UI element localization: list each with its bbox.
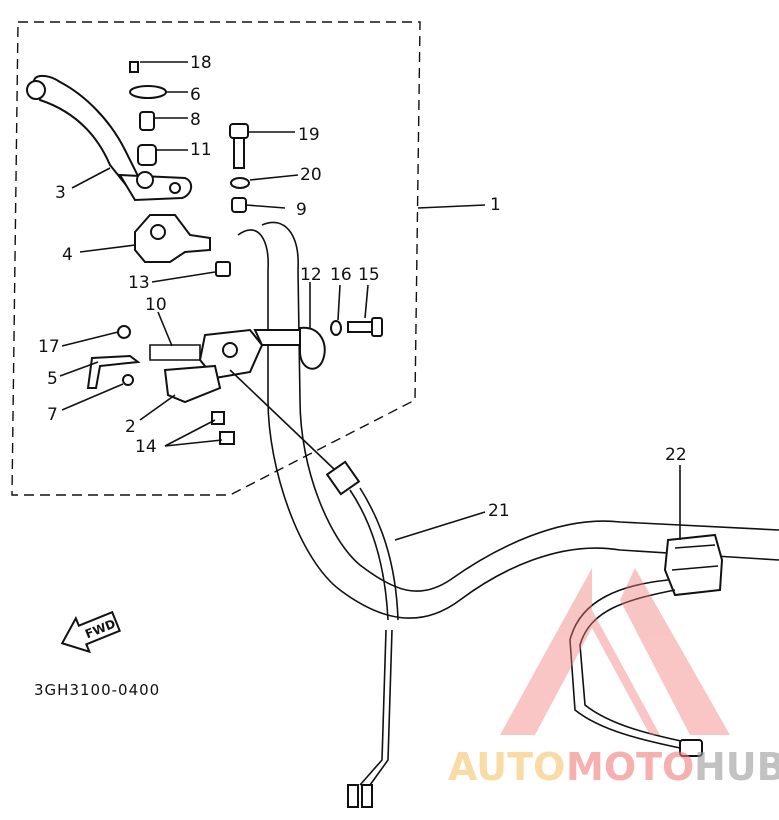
callout-4: 4	[62, 245, 73, 265]
callout-17: 17	[38, 337, 60, 357]
callout-13: 13	[128, 273, 150, 293]
callout-6: 6	[190, 85, 201, 105]
washer-16	[330, 320, 342, 336]
part-code: 3GH3100-0400	[34, 681, 160, 699]
callout-2: 2	[125, 417, 136, 437]
callout-10: 10	[145, 295, 167, 315]
brake-lever	[26, 74, 142, 192]
nut-14a	[211, 411, 225, 425]
callout-1: 1	[490, 195, 501, 215]
watermark-hub: HUB	[694, 745, 779, 789]
pivot-housing	[134, 214, 211, 263]
bushing-8	[139, 111, 155, 131]
bracket-5	[86, 354, 141, 389]
watermark-moto: MOTO	[566, 745, 694, 789]
boot-9	[231, 197, 247, 213]
callout-20: 20	[300, 165, 322, 185]
callout-8: 8	[190, 110, 201, 130]
screw-18	[129, 61, 139, 73]
callouts: 1 2 3 4 5 6 7 8 9 10 11 12 13 14 15 16 1…	[38, 53, 687, 521]
callout-11: 11	[190, 140, 212, 160]
nut-14b	[219, 431, 235, 445]
watermark: AUTO MOTO HUB	[448, 568, 779, 789]
callout-12: 12	[300, 265, 322, 285]
screw-13	[215, 261, 231, 277]
switch-22	[569, 533, 724, 757]
watermark-auto: AUTO	[448, 745, 565, 789]
callout-15: 15	[358, 265, 380, 285]
bolt-19	[229, 123, 249, 169]
washer-20	[230, 177, 250, 189]
callout-18: 18	[190, 53, 212, 73]
spring-11	[137, 144, 157, 166]
callout-21: 21	[488, 501, 510, 521]
lever-bracket	[118, 171, 193, 202]
callout-9: 9	[296, 200, 307, 220]
leader-lines	[59, 61, 681, 541]
screw-7	[122, 374, 134, 386]
plate-6	[129, 85, 167, 99]
callout-16: 16	[330, 265, 352, 285]
callout-19: 19	[298, 125, 320, 145]
handlebar	[237, 221, 779, 619]
assembly-boundary	[11, 21, 421, 496]
bolt-15	[347, 317, 383, 337]
nut-17	[117, 325, 131, 339]
switch-assembly	[163, 326, 326, 404]
watermark-triangle-icon	[500, 568, 730, 735]
cable-21	[229, 369, 399, 808]
callout-3: 3	[55, 183, 66, 203]
fwd-arrow-icon: FWD	[60, 610, 122, 654]
callout-7: 7	[47, 405, 58, 425]
clamp-10	[149, 344, 201, 361]
callout-14: 14	[135, 437, 157, 457]
callout-22: 22	[665, 445, 687, 465]
callout-5: 5	[47, 369, 58, 389]
